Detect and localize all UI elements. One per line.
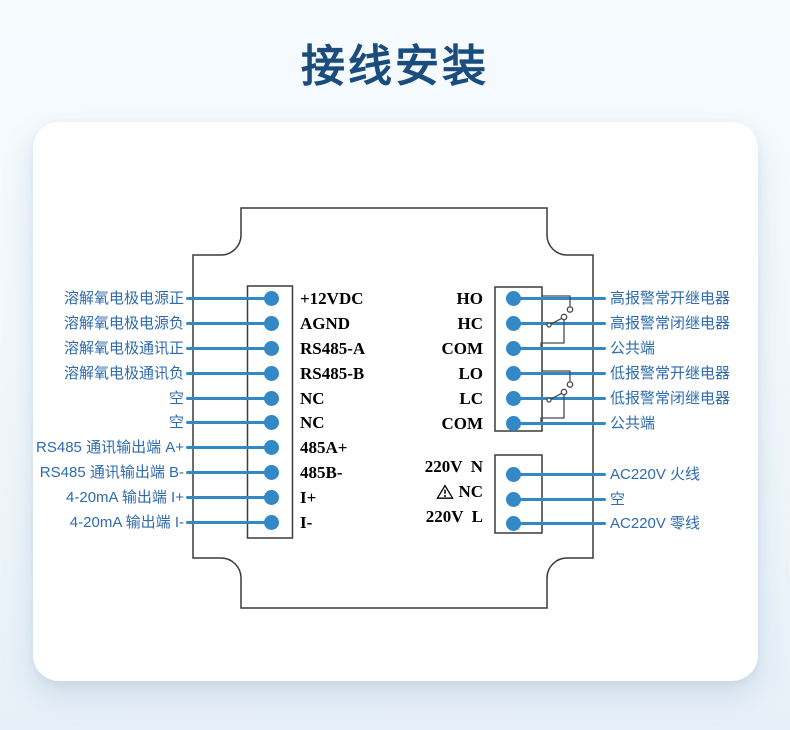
relay-wire bbox=[514, 397, 606, 400]
relay-wire-label: 高报警常开继电器 bbox=[610, 290, 731, 307]
left-terminal-name: NC bbox=[300, 389, 325, 408]
power-terminal-dot bbox=[506, 467, 521, 482]
relay-wire bbox=[514, 347, 606, 350]
relay-terminal-name: HO bbox=[456, 289, 483, 308]
left-terminal-name: I- bbox=[300, 513, 313, 532]
left-wire bbox=[186, 496, 272, 499]
left-terminal-dot bbox=[264, 316, 279, 331]
left-terminal-dot bbox=[264, 341, 279, 356]
left-wire-label: 空 bbox=[168, 390, 184, 407]
left-terminal-name: AGND bbox=[300, 314, 351, 333]
relay-terminal-dot bbox=[506, 391, 521, 406]
left-terminal-name: I+ bbox=[300, 488, 317, 507]
power-wire-label: AC220V 零线 bbox=[610, 515, 701, 532]
power-wire bbox=[514, 522, 606, 525]
relay-wire bbox=[514, 322, 606, 325]
relay-terminal-dot bbox=[506, 291, 521, 306]
left-terminal-dot bbox=[264, 415, 279, 430]
relay-terminal-name: COM bbox=[441, 414, 483, 433]
left-terminal-dot bbox=[264, 515, 279, 530]
left-terminal-name: RS485-B bbox=[300, 364, 365, 383]
relay-wire-label: 低报警常闭继电器 bbox=[610, 390, 731, 407]
left-terminal-dot bbox=[264, 291, 279, 306]
power-wire-label: 空 bbox=[610, 491, 626, 508]
left-terminal-dot bbox=[264, 440, 279, 455]
relay-terminal-dot bbox=[506, 341, 521, 356]
page-title: 接线安装 bbox=[301, 42, 489, 91]
left-terminal-dot bbox=[264, 391, 279, 406]
left-terminal-name: RS485-A bbox=[300, 339, 366, 358]
left-terminal-name: NC bbox=[300, 413, 325, 432]
relay-terminal-name: HC bbox=[457, 314, 484, 333]
relay-terminal-name: COM bbox=[441, 339, 483, 358]
left-terminal-dot bbox=[264, 490, 279, 505]
left-wire bbox=[186, 322, 272, 325]
relay-wire bbox=[514, 422, 606, 425]
left-wire bbox=[186, 446, 272, 449]
left-wire-label: 溶解氧电极电源正 bbox=[63, 290, 184, 307]
left-terminal-name: +12VDC bbox=[300, 289, 364, 308]
left-wire-label: 溶解氧电极电源负 bbox=[63, 315, 184, 332]
left-wire bbox=[186, 471, 272, 474]
left-wire-label: RS485 通讯输出端 A+ bbox=[36, 439, 184, 456]
left-wire-label: 4-20mA 输出端 I+ bbox=[66, 489, 184, 506]
left-wire-label: 溶解氧电极通讯负 bbox=[63, 365, 184, 382]
relay-terminal-dot bbox=[506, 316, 521, 331]
left-wire bbox=[186, 372, 272, 375]
left-wire-label: RS485 通讯输出端 B- bbox=[39, 464, 184, 481]
relay-wire-label: 高报警常闭继电器 bbox=[610, 315, 731, 332]
power-wire bbox=[514, 473, 606, 476]
left-terminal-name: 485A+ bbox=[300, 438, 348, 457]
left-wire-label: 空 bbox=[168, 414, 184, 431]
warning-triangle-icon bbox=[436, 484, 455, 499]
relay-wire bbox=[514, 372, 606, 375]
left-wire bbox=[186, 521, 272, 524]
power-wire-label: AC220V 火线 bbox=[610, 466, 701, 483]
left-wire bbox=[186, 397, 272, 400]
relay-wire-label: 低报警常开继电器 bbox=[610, 365, 731, 382]
power-wire bbox=[514, 498, 606, 501]
left-wire-label: 溶解氧电极通讯正 bbox=[63, 340, 184, 357]
left-wire-label: 4-20mA 输出端 I- bbox=[69, 514, 184, 531]
relay-wire-label: 公共端 bbox=[610, 415, 656, 432]
power-terminal-dot bbox=[506, 492, 521, 507]
relay-terminal-dot bbox=[506, 366, 521, 381]
power-terminal-dot bbox=[506, 516, 521, 531]
left-terminal-dot bbox=[264, 465, 279, 480]
relay-terminal-dot bbox=[506, 416, 521, 431]
left-terminal-dot bbox=[264, 366, 279, 381]
relay-wire-label: 公共端 bbox=[610, 340, 656, 357]
power-terminal-name: 220V N bbox=[424, 457, 483, 476]
relay-terminal-name: LC bbox=[459, 389, 483, 408]
left-wire bbox=[186, 421, 272, 424]
left-wire bbox=[186, 297, 272, 300]
power-terminal-name: 220V L bbox=[425, 507, 483, 526]
power-terminal-name: NC bbox=[393, 481, 483, 503]
relay-terminal-name: LO bbox=[458, 364, 483, 383]
relay-wire bbox=[514, 297, 606, 300]
left-terminal-name: 485B- bbox=[300, 463, 343, 482]
left-wire bbox=[186, 347, 272, 350]
power-terminal-text: NC bbox=[458, 482, 483, 501]
